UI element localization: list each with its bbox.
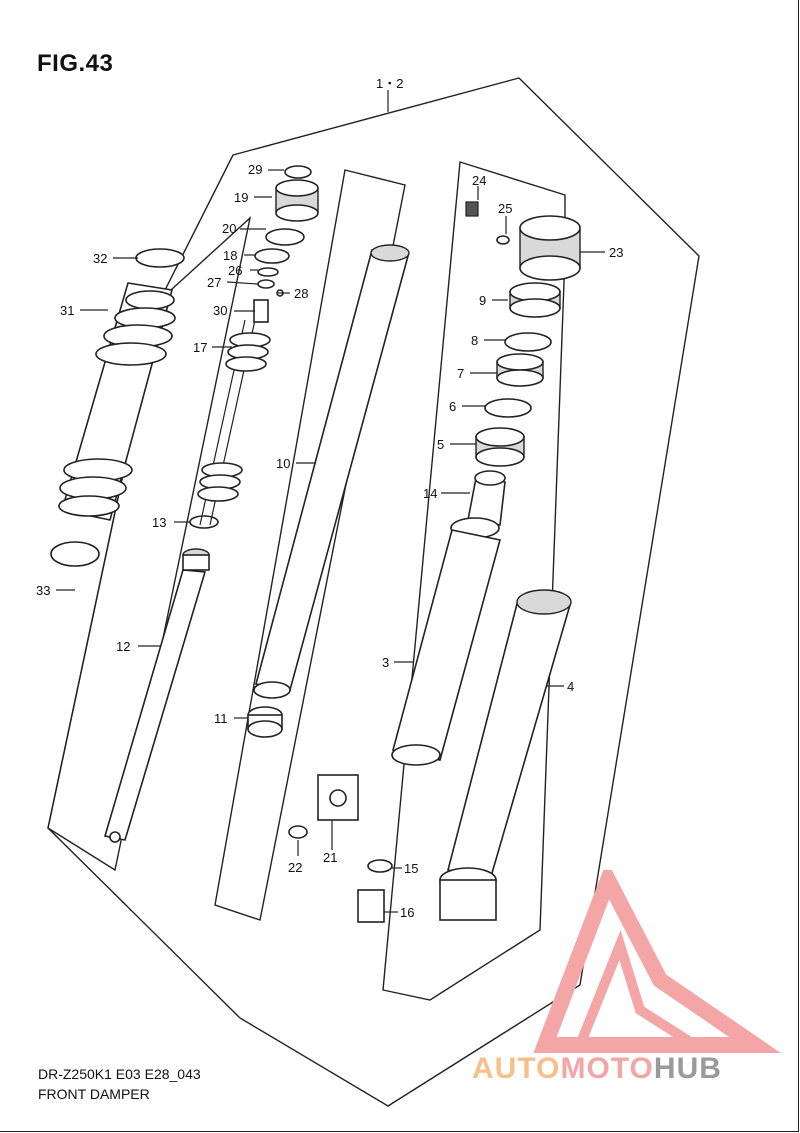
label-17: 17 [193,340,207,355]
part-6-washer [484,398,532,418]
label-19: 19 [234,190,248,205]
label-16: 16 [400,905,414,920]
label-28: 28 [294,286,308,301]
tube-10-outline [214,169,406,921]
part-19-cap-bolt [275,179,319,222]
part-5-bushing [475,427,525,467]
label-9: 9 [479,293,486,308]
part-10-inner-tube [253,244,410,699]
part-27-clip [257,279,275,289]
label-31: 31 [60,303,74,318]
part-21-axle-holder [317,774,359,821]
label-15: 15 [404,861,418,876]
part-8-ring [504,332,552,352]
label-10: 10 [276,456,290,471]
label-25: 25 [498,201,512,216]
watermark-auto: AUTO [472,1052,561,1085]
label-30: 30 [213,303,227,318]
part-15-gasket [367,859,393,873]
part-33-clamp [50,541,100,567]
label-24: 24 [472,173,486,188]
label-22: 22 [288,860,302,875]
label-13: 13 [152,515,166,530]
part-24-bolt [465,201,479,217]
part-20-o-ring [265,228,305,246]
figure-title: FIG.43 [37,50,114,77]
label-18: 18 [223,248,237,263]
section-title: FRONT DAMPER [38,1086,150,1102]
logo-inner-triangle [572,929,713,1050]
part-3-outer-tube [391,517,501,766]
model-code: DR-Z250K1 E03 E28_043 [38,1066,201,1082]
part-9-oil-seal [509,282,561,318]
label-27: 27 [207,275,221,290]
outer-tube-outline [382,161,566,1001]
part-4-inner-slider [439,589,572,921]
watermark-hub: HUB [653,1052,722,1085]
part-11-bushing [247,706,283,738]
part-14-guide [467,470,506,526]
part-7-spacer [496,353,544,387]
part-25-washer [496,235,510,245]
part-31-fork-boot [58,282,176,521]
label-5: 5 [437,437,444,452]
label-23: 23 [609,245,623,260]
part-12-damper-rod [103,548,210,843]
part-17-spring [197,319,271,526]
label-assembly: 1・2 [376,76,403,91]
label-6: 6 [449,399,456,414]
automotohub-logo [533,870,781,1053]
part-22-nut [288,825,308,839]
part-23-bracket [519,215,581,281]
part-30-rod-end [253,299,269,323]
label-14: 14 [423,486,437,501]
part-13-ring [189,515,219,529]
label-33: 33 [36,583,50,598]
part-18-washer [254,248,290,264]
watermark-text: AUTOMOTOHUB [472,1052,722,1086]
label-29: 29 [248,162,262,177]
label-26: 26 [228,263,242,278]
watermark-moto: MOTO [560,1052,654,1085]
part-32-clamp [135,248,185,268]
label-20: 20 [222,221,236,236]
label-8: 8 [471,333,478,348]
tube-12-outline [47,216,252,872]
label-21: 21 [323,850,337,865]
label-32: 32 [93,251,107,266]
label-12: 12 [116,639,130,654]
part-16-bolt [357,889,385,923]
leader-lines [56,169,605,913]
part-29-washer [284,165,312,179]
label-3: 3 [382,655,389,670]
label-11: 11 [214,711,228,726]
label-7: 7 [457,366,464,381]
label-4: 4 [567,679,574,694]
part-26-nut [257,267,279,277]
